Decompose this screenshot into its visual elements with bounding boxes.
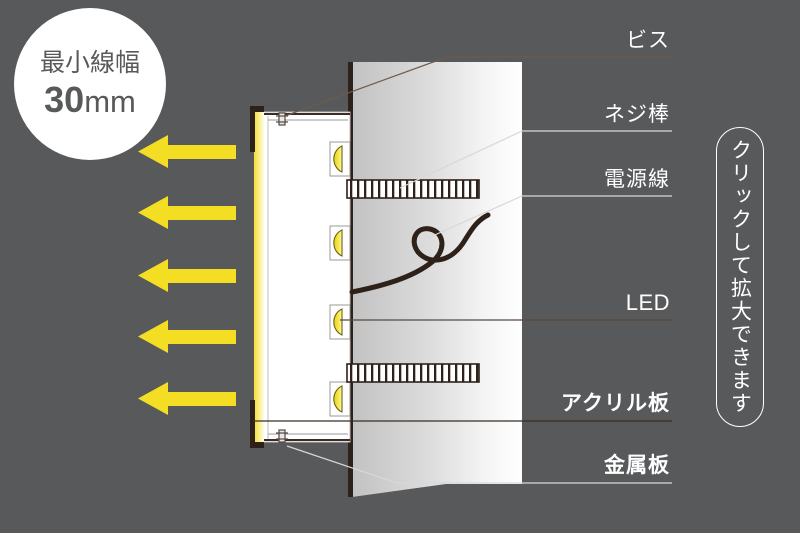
light-arrow	[138, 320, 236, 353]
threaded-rod	[346, 363, 480, 383]
leader-line-threaded-rod	[399, 130, 672, 189]
badge-value-number: 30	[44, 78, 85, 120]
minimum-line-width-badge: 最小線幅 30mm	[14, 8, 166, 160]
callout-label-power-cable: 電源線	[604, 168, 670, 191]
led	[329, 304, 351, 340]
leader-line-screw	[284, 56, 672, 117]
callout-label-led: LED	[625, 290, 670, 315]
badge-value: 30mm	[44, 78, 136, 120]
callout-label-threaded-rod: ネジ棒	[604, 103, 670, 126]
threaded-rod	[346, 179, 480, 199]
led-group	[329, 141, 351, 417]
led	[329, 225, 351, 261]
leader-line-power-cable	[427, 195, 672, 239]
led	[329, 381, 351, 417]
metal-plate-shape	[348, 48, 800, 497]
screw	[276, 429, 288, 443]
badge-value-unit: mm	[84, 83, 136, 119]
power-cable	[349, 212, 491, 295]
light-arrow	[138, 382, 236, 415]
leader-lines	[253, 56, 672, 484]
led	[329, 141, 351, 177]
light-arrow	[138, 135, 236, 168]
light-arrow	[138, 259, 236, 292]
light-arrow-group	[138, 135, 236, 415]
callout-label-screw: ビス	[626, 29, 670, 52]
threaded-rod-group	[346, 179, 480, 383]
badge-title: 最小線幅	[39, 48, 140, 77]
callout-label-metal-plate: 金属板	[604, 454, 670, 477]
click-to-enlarge-label: クリックして拡大できます	[728, 139, 752, 415]
click-to-enlarge-button[interactable]: クリックして拡大できます	[716, 127, 764, 427]
callout-label-acrylic: アクリル板	[561, 392, 670, 415]
leader-line-metal-plate	[286, 445, 672, 484]
light-arrow	[138, 196, 236, 229]
